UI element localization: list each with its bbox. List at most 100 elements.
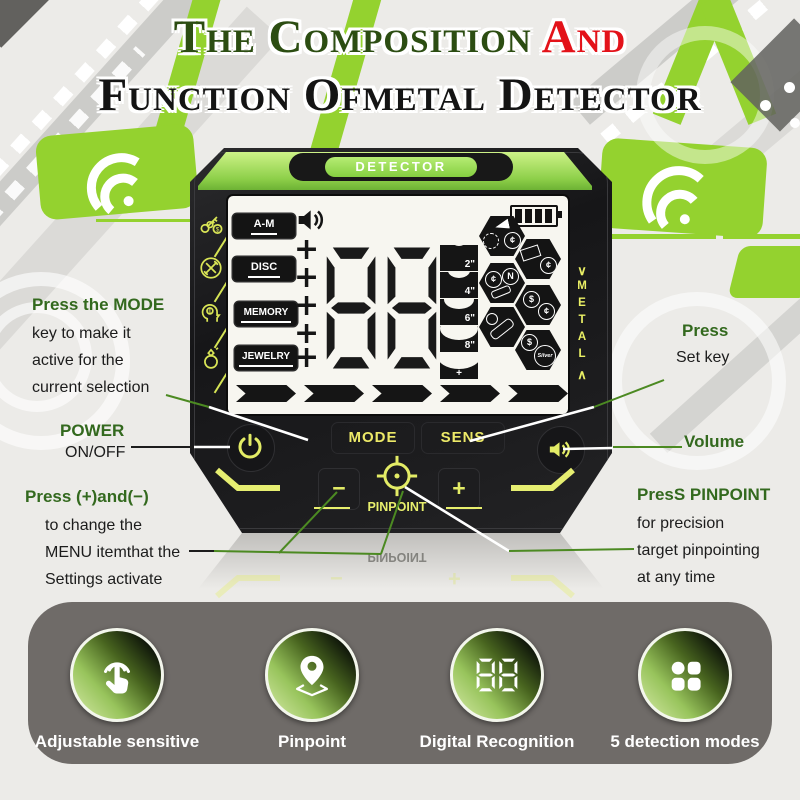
feature-circle [265, 628, 359, 722]
panel-accent-swooshes [215, 467, 575, 491]
feature-circle [450, 628, 544, 722]
mode-button: MODE [331, 422, 415, 454]
svg-text:¢: ¢ [208, 309, 211, 315]
bg-circuit-dot [784, 82, 795, 93]
lcd-plus-mark: + [294, 260, 320, 295]
signal-arrow [440, 385, 500, 402]
features-panel: Adjustable sensitive Pinpoint Digital Re… [28, 602, 772, 764]
grid-icon [671, 661, 701, 691]
target-hex-dollar-silver: $ Silver [515, 330, 561, 370]
depth-label: 4" [464, 285, 475, 297]
bg-green-trapezoid [727, 246, 800, 298]
lcd-mode-memory: MEMORY [235, 302, 297, 326]
lcd-plus-mark: + [294, 288, 320, 323]
annotation-line: active for the [32, 352, 124, 369]
svg-text:$: $ [216, 226, 220, 233]
annotation-mode-heading: Press the MODE [32, 295, 165, 314]
target-hex-foil: ¢ [515, 239, 561, 279]
depth-tab-2: 2" [440, 245, 478, 271]
feature-sensitive: Adjustable sensitive [17, 628, 217, 752]
feature-label: 5 detection modes [610, 732, 760, 751]
annotation-plus-minus: Press (+)and(−) to change the MENU itemt… [25, 487, 180, 588]
annotation-line: for precision [637, 515, 725, 532]
depth-label: 6" [464, 312, 475, 324]
coin-symbol: ¢ [540, 257, 557, 274]
title-accent: And [541, 11, 627, 63]
annotation-line: Settings activate [45, 571, 163, 588]
bg-circuit-dot [790, 118, 800, 128]
depth-label: 8" [464, 339, 475, 351]
annotation-pinpoint-heading: PresS PINPOINT [637, 485, 771, 504]
silver-coin-label: Silver [534, 345, 556, 367]
metal-label: METAL [576, 280, 588, 365]
annotation-set-key-heading: Press [682, 321, 729, 340]
lcd-screen: A-M DISC MEMORY JEWELRY + + + + + [228, 196, 568, 414]
coin-symbol: N [502, 268, 519, 285]
crossed-picks-icon [200, 257, 222, 279]
signal-arrow [372, 385, 432, 402]
bg-ring [0, 302, 92, 412]
depth-scale: 2" 4" 6" 8" + [440, 245, 478, 380]
lcd-plus-mark: + [294, 340, 320, 375]
annotation-line: ON/OFF [65, 444, 126, 461]
lcd-mode-am: A-M [233, 214, 295, 238]
keys-coin-icon: $ [200, 216, 223, 234]
signal-arrow [508, 385, 568, 402]
annotation-line: key to make it [32, 325, 131, 342]
brand-slot: DETECTOR [289, 153, 513, 181]
lcd-mode-jewelry-label: JEWELRY [239, 349, 293, 367]
depth-label: 2" [464, 258, 475, 270]
title-main: The Composition [173, 11, 532, 63]
annotation-line: current selection [32, 379, 150, 396]
metal-chevron-up-icon: ∧ [577, 367, 587, 382]
coin-symbol: ¢ [538, 303, 555, 320]
annotation-volume: Volume [684, 432, 744, 452]
annotation-pinpoint: PresS PINPOINT for precision target pinp… [637, 485, 770, 586]
pin-icon [295, 655, 329, 697]
annotation-volume-heading: Volume [684, 432, 745, 451]
touch-icon [104, 662, 130, 694]
ring-icon [204, 347, 219, 369]
signal-arrow [236, 385, 296, 402]
reflected-swooshes [215, 575, 575, 599]
metal-chevron-down-icon: ∨ [577, 263, 587, 278]
depth-tab-4: 4" [440, 272, 478, 298]
lcd-speaker-icon [298, 210, 323, 230]
depth-tab-6: 6" [440, 299, 478, 325]
page-title-line2: Function Ofmetal Detector [98, 69, 702, 121]
lcd-mode-disc-label: DISC [247, 260, 281, 278]
coin-symbol: ¢ [485, 271, 502, 288]
annotation-power: POWER ON/OFF [60, 421, 125, 461]
feature-modes: 5 detection modes [585, 628, 785, 752]
annotation-line: target pinpointing [637, 542, 760, 559]
feature-label: Adjustable sensitive [34, 732, 200, 751]
annotation-line: to change the [45, 517, 142, 534]
detector-panel: DETECTOR $ ¢ A-M DISC MEM [190, 148, 612, 533]
depth-tab-8: 8" [440, 326, 478, 352]
depth-label: + [456, 367, 462, 379]
annotation-mode: Press the MODE key to make it active for… [32, 295, 164, 396]
bg-signal-blob [597, 137, 768, 239]
annotation-line: at any time [637, 569, 716, 586]
depth-tab-plus: + [440, 353, 478, 379]
annotation-line: MENU itemthat the [45, 544, 181, 561]
metal-range-indicator: ∨ METAL ∧ [571, 264, 593, 381]
head-coin-icon: ¢ [201, 303, 221, 322]
bg-signal-blob [34, 123, 200, 221]
bg-green-line [96, 219, 194, 222]
coin-symbol: ¢ [504, 232, 521, 249]
feature-circle [70, 628, 164, 722]
feature-digital: Digital Recognition [397, 628, 597, 752]
signal-arrow [304, 385, 364, 402]
feature-circle [638, 628, 732, 722]
coin-symbol: $ [521, 334, 538, 351]
lcd-mode-memory-label: MEMORY [240, 305, 292, 323]
bg-green-line [600, 234, 716, 239]
mode-button-label: MODE [348, 429, 398, 446]
annotation-plus-minus-heading: Press (+)and(−) [25, 487, 149, 506]
annotation-set-key: Press Set key [676, 321, 729, 366]
digit-display-icon [476, 658, 518, 692]
lcd-mode-disc: DISC [233, 257, 295, 281]
